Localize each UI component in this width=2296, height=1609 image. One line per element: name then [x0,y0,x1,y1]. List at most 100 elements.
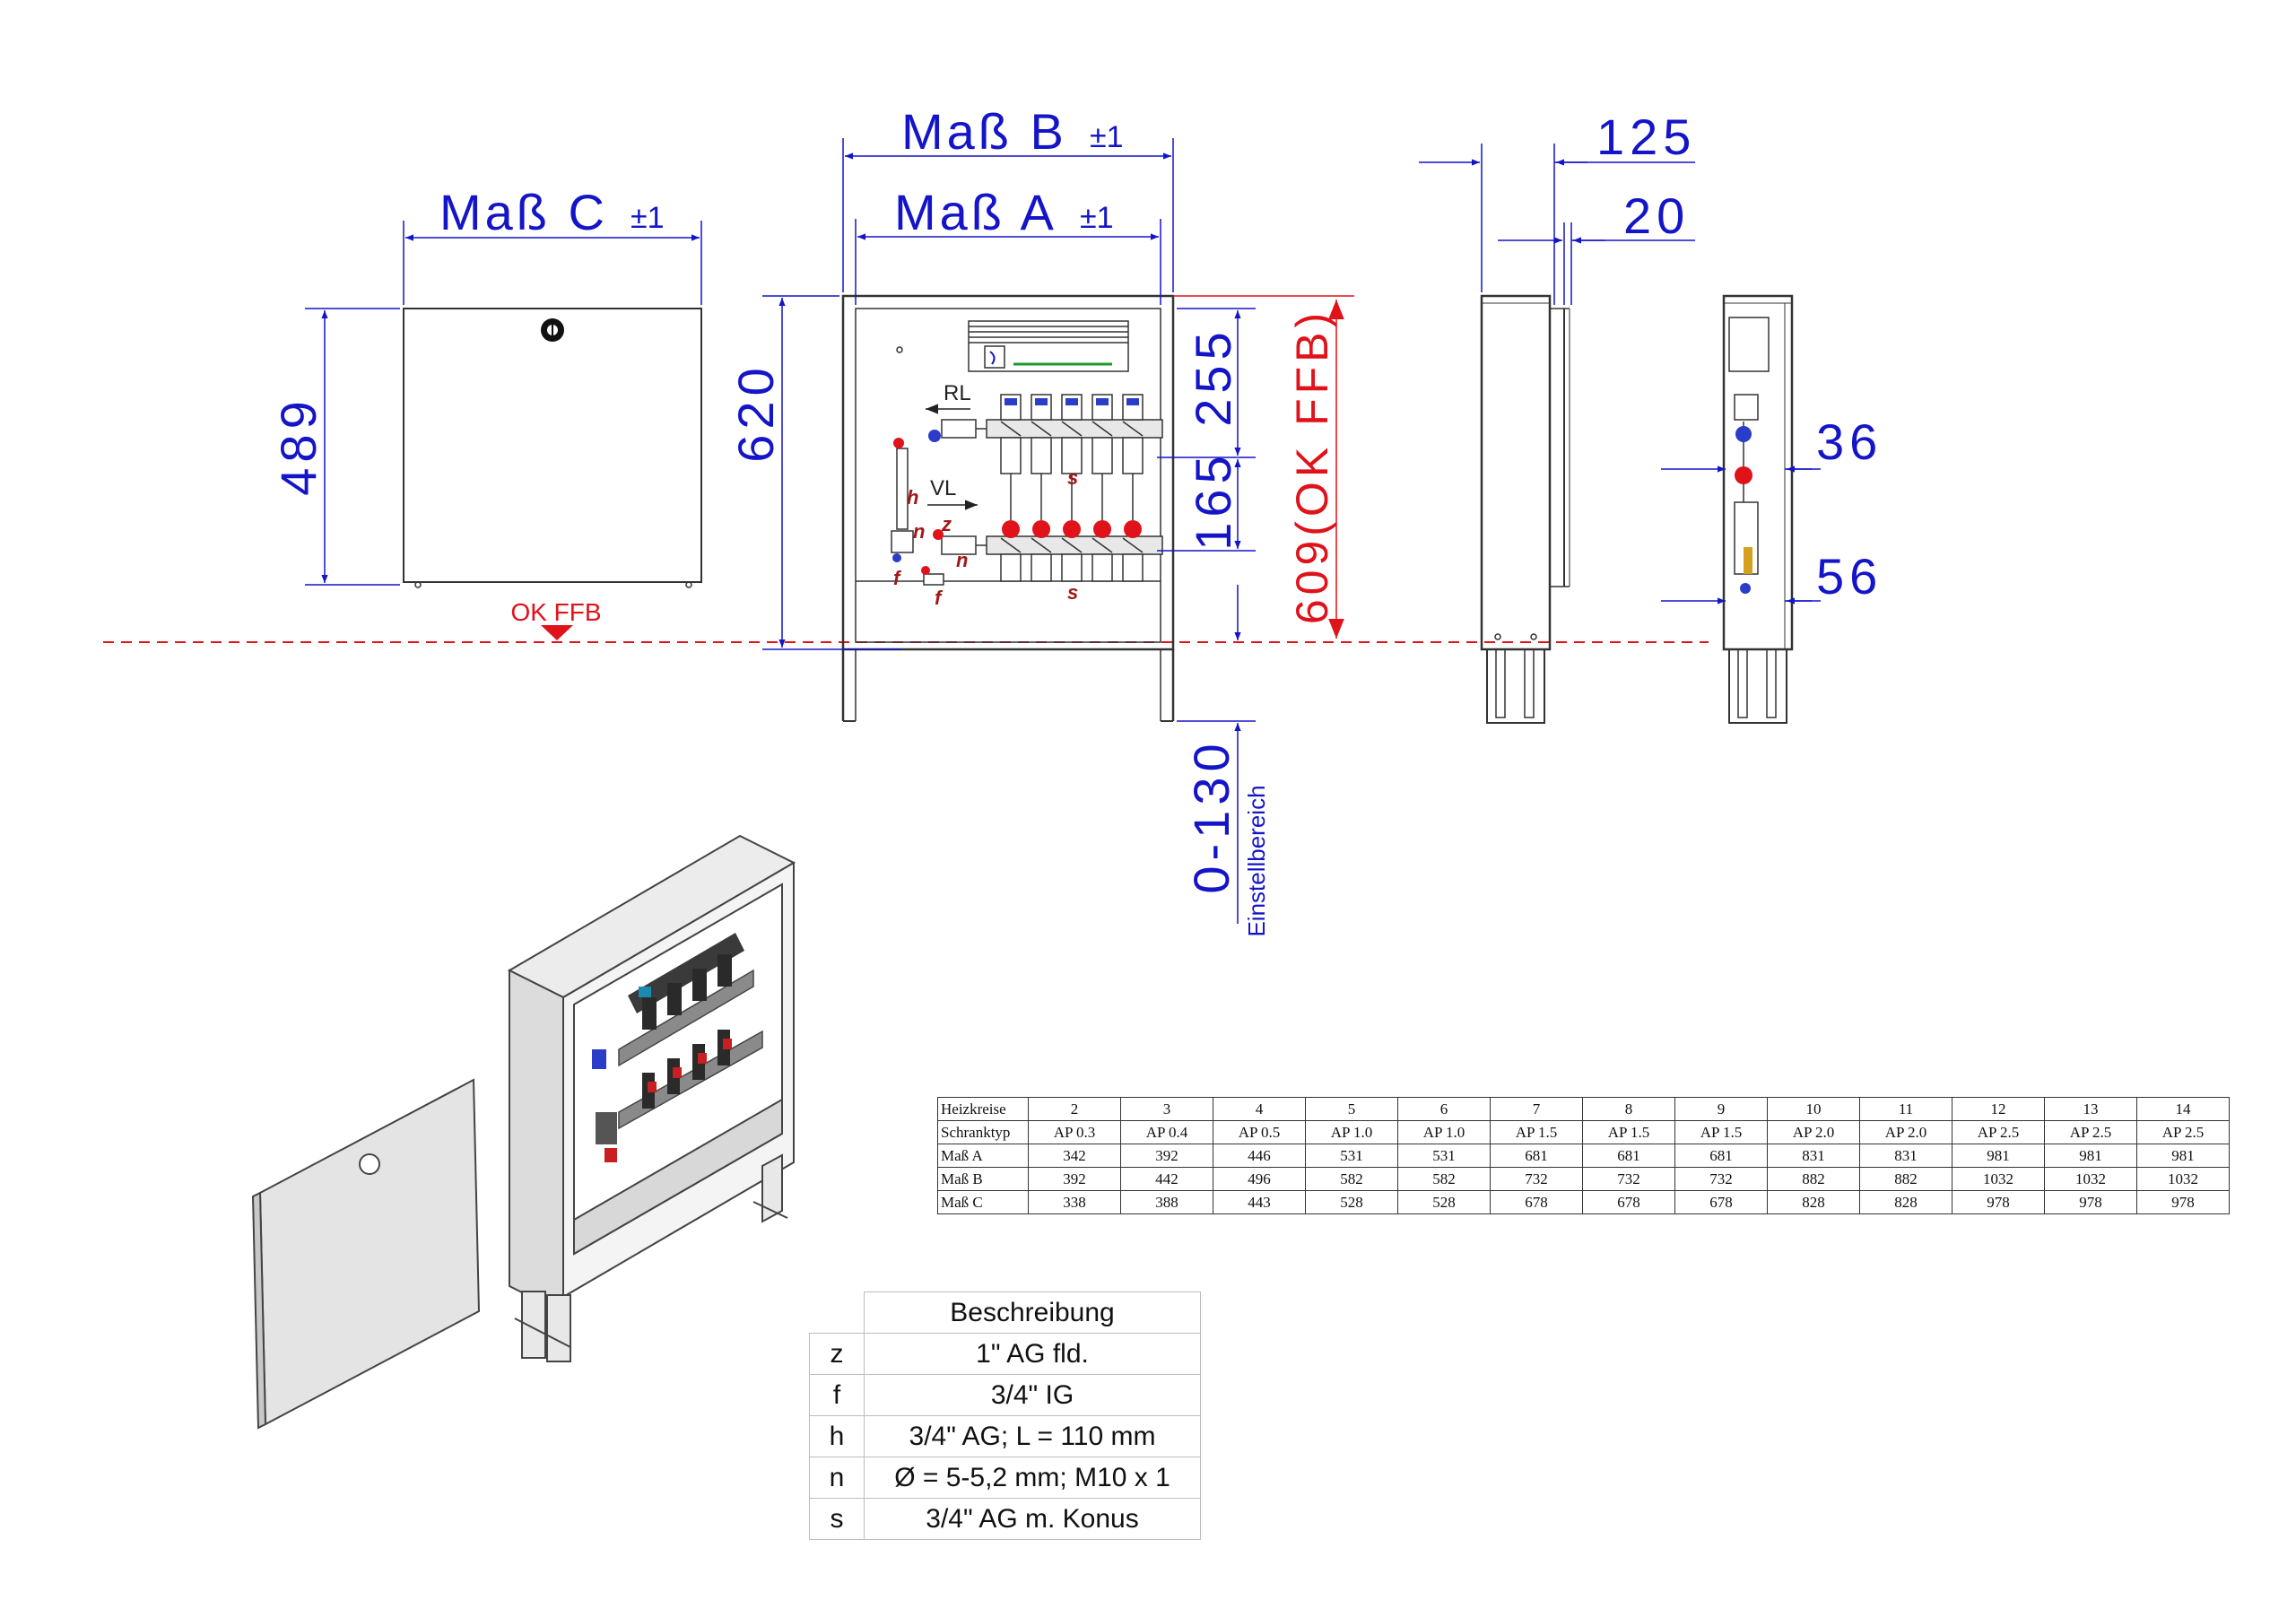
value-125: 125 [1596,109,1696,165]
spec-cell: 338 [1028,1190,1121,1214]
dimension-0-130: 0-130 Einstellbereich [1177,585,1270,937]
spec-cell: AP 2.0 [1859,1120,1952,1144]
spec-cell: AP 1.0 [1305,1120,1398,1144]
description-key: z [809,1333,865,1375]
description-empty-cell [810,1292,865,1334]
spec-cell: 10 [1767,1097,1860,1121]
spec-cell: 3 [1120,1097,1213,1121]
spec-cell: 14 [2136,1097,2230,1121]
description-value: 3/4" AG; L = 110 mm [864,1415,1201,1457]
spec-cell: 681 [1490,1144,1583,1168]
spec-cell: AP 2.5 [1952,1120,2045,1144]
isometric-manifold [592,933,763,1162]
mark-h: h [907,486,918,509]
description-title: Beschreibung [864,1292,1201,1334]
value-165: 165 [1185,450,1241,550]
spec-cell: 828 [1859,1190,1952,1214]
dimension-mass-b: Maß B ±1 [842,103,1174,292]
description-key: f [809,1374,865,1416]
label-mass-b: Maß B [901,103,1067,160]
spec-cell: AP 2.5 [2044,1120,2137,1144]
value-255: 255 [1185,326,1241,426]
spec-cell: 4 [1213,1097,1306,1121]
spec-cell: 681 [1582,1144,1675,1168]
spec-cell: 1032 [2136,1167,2230,1191]
spec-cell: 582 [1305,1167,1398,1191]
spec-cell: 442 [1120,1167,1213,1191]
spec-cell: 978 [2044,1190,2137,1214]
mark-f: f [893,567,902,589]
description-value: Ø = 5-5,2 mm; M10 x 1 [864,1457,1201,1499]
description-value: 1" AG fld. [864,1333,1201,1375]
door-lock-icon-iso [359,1153,380,1175]
dimension-489: 489 [270,308,400,586]
spec-cell: 681 [1674,1144,1768,1168]
spec-cell: AP 1.0 [1397,1120,1491,1144]
spec-cell: 388 [1120,1190,1213,1214]
spec-cell: 5 [1305,1097,1398,1121]
spec-cell: AP 0.3 [1028,1120,1121,1144]
spec-cell: 11 [1859,1097,1952,1121]
value-20: 20 [1623,187,1690,244]
spec-cell: 531 [1397,1144,1491,1168]
spec-cell: 13 [2044,1097,2137,1121]
label-einstellbereich: Einstellbereich [1243,785,1270,936]
description-value: 3/4" IG [864,1374,1201,1416]
spec-cell: AP 0.4 [1120,1120,1213,1144]
dimension-mass-c: Maß C ±1 [403,184,702,305]
value-489: 489 [270,396,326,495]
spec-cell: 528 [1305,1190,1398,1214]
dimension-mass-a: Maß A ±1 [855,184,1161,305]
description-value: 3/4" AG m. Konus [864,1498,1201,1540]
spec-cell: 8 [1582,1097,1675,1121]
dimension-255-165: 255 165 [1157,308,1256,552]
spec-row-label: Maß B [937,1167,1029,1191]
cabinet-side-view [1480,294,1570,724]
spec-cell: 528 [1397,1190,1491,1214]
spec-row-label: Schranktyp [937,1120,1029,1144]
description-row: h 3/4" AG; L = 110 mm [809,1415,1201,1457]
isometric-cabinet-view [251,834,796,1430]
spec-cell: 678 [1674,1190,1768,1214]
spec-cell: 9 [1674,1097,1768,1121]
spec-cell: 978 [1952,1190,2045,1214]
spec-cell: 981 [1952,1144,2045,1168]
spec-cell: 981 [2136,1144,2230,1168]
spec-cell: 1032 [1952,1167,2045,1191]
description-table: Beschreibung z 1" AG fld. f 3/4" IG h 3/… [809,1292,1201,1540]
description-key: s [809,1498,865,1540]
spec-cell: 678 [1490,1190,1583,1214]
spec-cell: 732 [1490,1167,1583,1191]
value-36: 36 [1816,413,1883,470]
spec-cell: 531 [1305,1144,1398,1168]
ok-ffb-marker-icon [541,625,573,640]
label-mass-a: Maß A [894,184,1057,240]
tolerance-mass-a: ±1 [1080,201,1114,235]
spec-cell: 392 [1028,1167,1121,1191]
description-key: n [809,1457,865,1499]
dimension-36: 36 [1661,413,1883,473]
spec-cell: 831 [1767,1144,1860,1168]
spec-cell: 443 [1213,1190,1306,1214]
spec-cell: 342 [1028,1144,1121,1168]
mark-f-2: f [935,587,944,609]
spec-cell: 882 [1767,1167,1860,1191]
cabinet-section-view [1722,294,1794,724]
dimension-20: 20 [1498,187,1695,305]
mark-s-2: s [1067,581,1078,604]
spec-cell: 392 [1120,1144,1213,1168]
spec-cell: 496 [1213,1167,1306,1191]
value-0-130: 0-130 [1183,738,1239,893]
spec-row-label: Maß C [937,1190,1029,1214]
dimension-125: 125 [1419,109,1696,305]
spec-cell: 882 [1859,1167,1952,1191]
value-620: 620 [727,362,784,462]
spec-cell: 6 [1397,1097,1491,1121]
label-mass-c: Maß C [439,184,608,240]
